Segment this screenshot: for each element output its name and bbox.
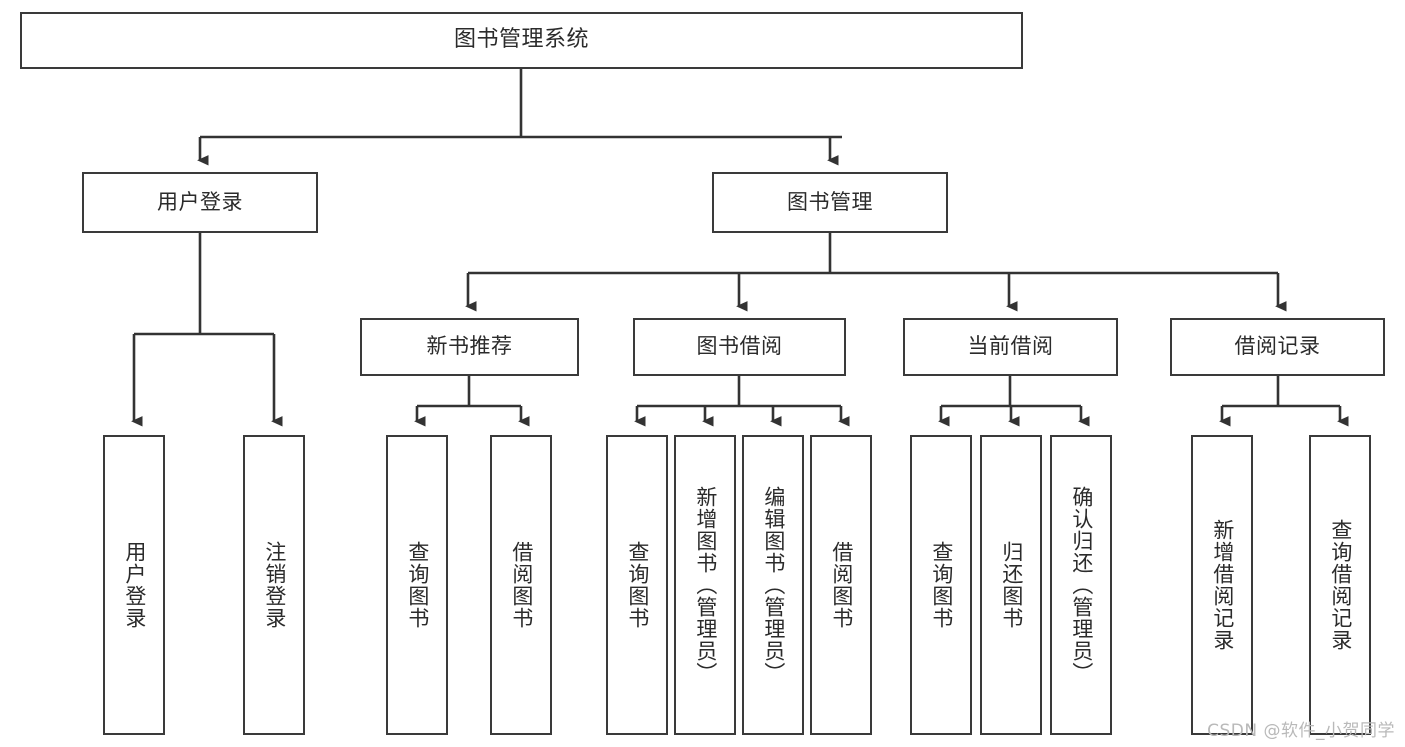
leaf-confirm-return[interactable]: 确认归还（管理员） xyxy=(1050,435,1112,735)
leaf-edit-book[interactable]: 编辑图书（管理员） xyxy=(742,435,804,735)
node-root-system[interactable]: 图书管理系统 xyxy=(20,12,1023,69)
leaf-query-book-1[interactable]: 查询图书 xyxy=(386,435,448,735)
leaf-borrow-book-2[interactable]: 借阅图书 xyxy=(810,435,872,735)
leaf-query-book-2[interactable]: 查询图书 xyxy=(606,435,668,735)
node-label: 归还图书 xyxy=(999,541,1024,629)
node-label: 查询借阅记录 xyxy=(1328,519,1353,651)
node-label: 查询图书 xyxy=(405,541,430,629)
node-label: 用户登录 xyxy=(122,541,147,629)
node-label: 图书借阅 xyxy=(696,334,783,359)
node-label: 编辑图书（管理员） xyxy=(761,486,786,684)
csdn-watermark: CSDN @软件_小贺同学 xyxy=(1207,721,1395,741)
node-label: 查询图书 xyxy=(929,541,954,629)
node-current-borrow[interactable]: 当前借阅 xyxy=(903,318,1118,376)
leaf-query-record[interactable]: 查询借阅记录 xyxy=(1309,435,1371,735)
node-label: 新增图书（管理员） xyxy=(693,486,718,684)
node-label: 借阅图书 xyxy=(829,541,854,629)
node-borrow-record[interactable]: 借阅记录 xyxy=(1170,318,1385,376)
leaf-borrow-book-1[interactable]: 借阅图书 xyxy=(490,435,552,735)
leaf-add-book[interactable]: 新增图书（管理员） xyxy=(674,435,736,735)
node-label: 查询图书 xyxy=(625,541,650,629)
leaf-query-book-3[interactable]: 查询图书 xyxy=(910,435,972,735)
leaf-user-login[interactable]: 用户登录 xyxy=(103,435,165,735)
node-label: 注销登录 xyxy=(262,541,287,629)
leaf-add-record[interactable]: 新增借阅记录 xyxy=(1191,435,1253,735)
node-label: 图书管理 xyxy=(787,189,873,214)
node-label: 确认归还（管理员） xyxy=(1069,486,1094,684)
node-new-book-recommend[interactable]: 新书推荐 xyxy=(360,318,579,376)
node-label: 新增借阅记录 xyxy=(1210,519,1235,651)
node-label: 用户登录 xyxy=(157,189,243,214)
node-book-management[interactable]: 图书管理 xyxy=(712,172,948,233)
node-user-login[interactable]: 用户登录 xyxy=(82,172,318,233)
node-label: 当前借阅 xyxy=(967,334,1054,359)
node-label: 图书管理系统 xyxy=(453,27,589,53)
leaf-logout[interactable]: 注销登录 xyxy=(243,435,305,735)
node-book-borrow[interactable]: 图书借阅 xyxy=(633,318,846,376)
leaf-return-book[interactable]: 归还图书 xyxy=(980,435,1042,735)
node-label: 借阅图书 xyxy=(509,541,534,629)
node-label: 新书推荐 xyxy=(426,334,513,359)
node-label: 借阅记录 xyxy=(1234,334,1321,359)
